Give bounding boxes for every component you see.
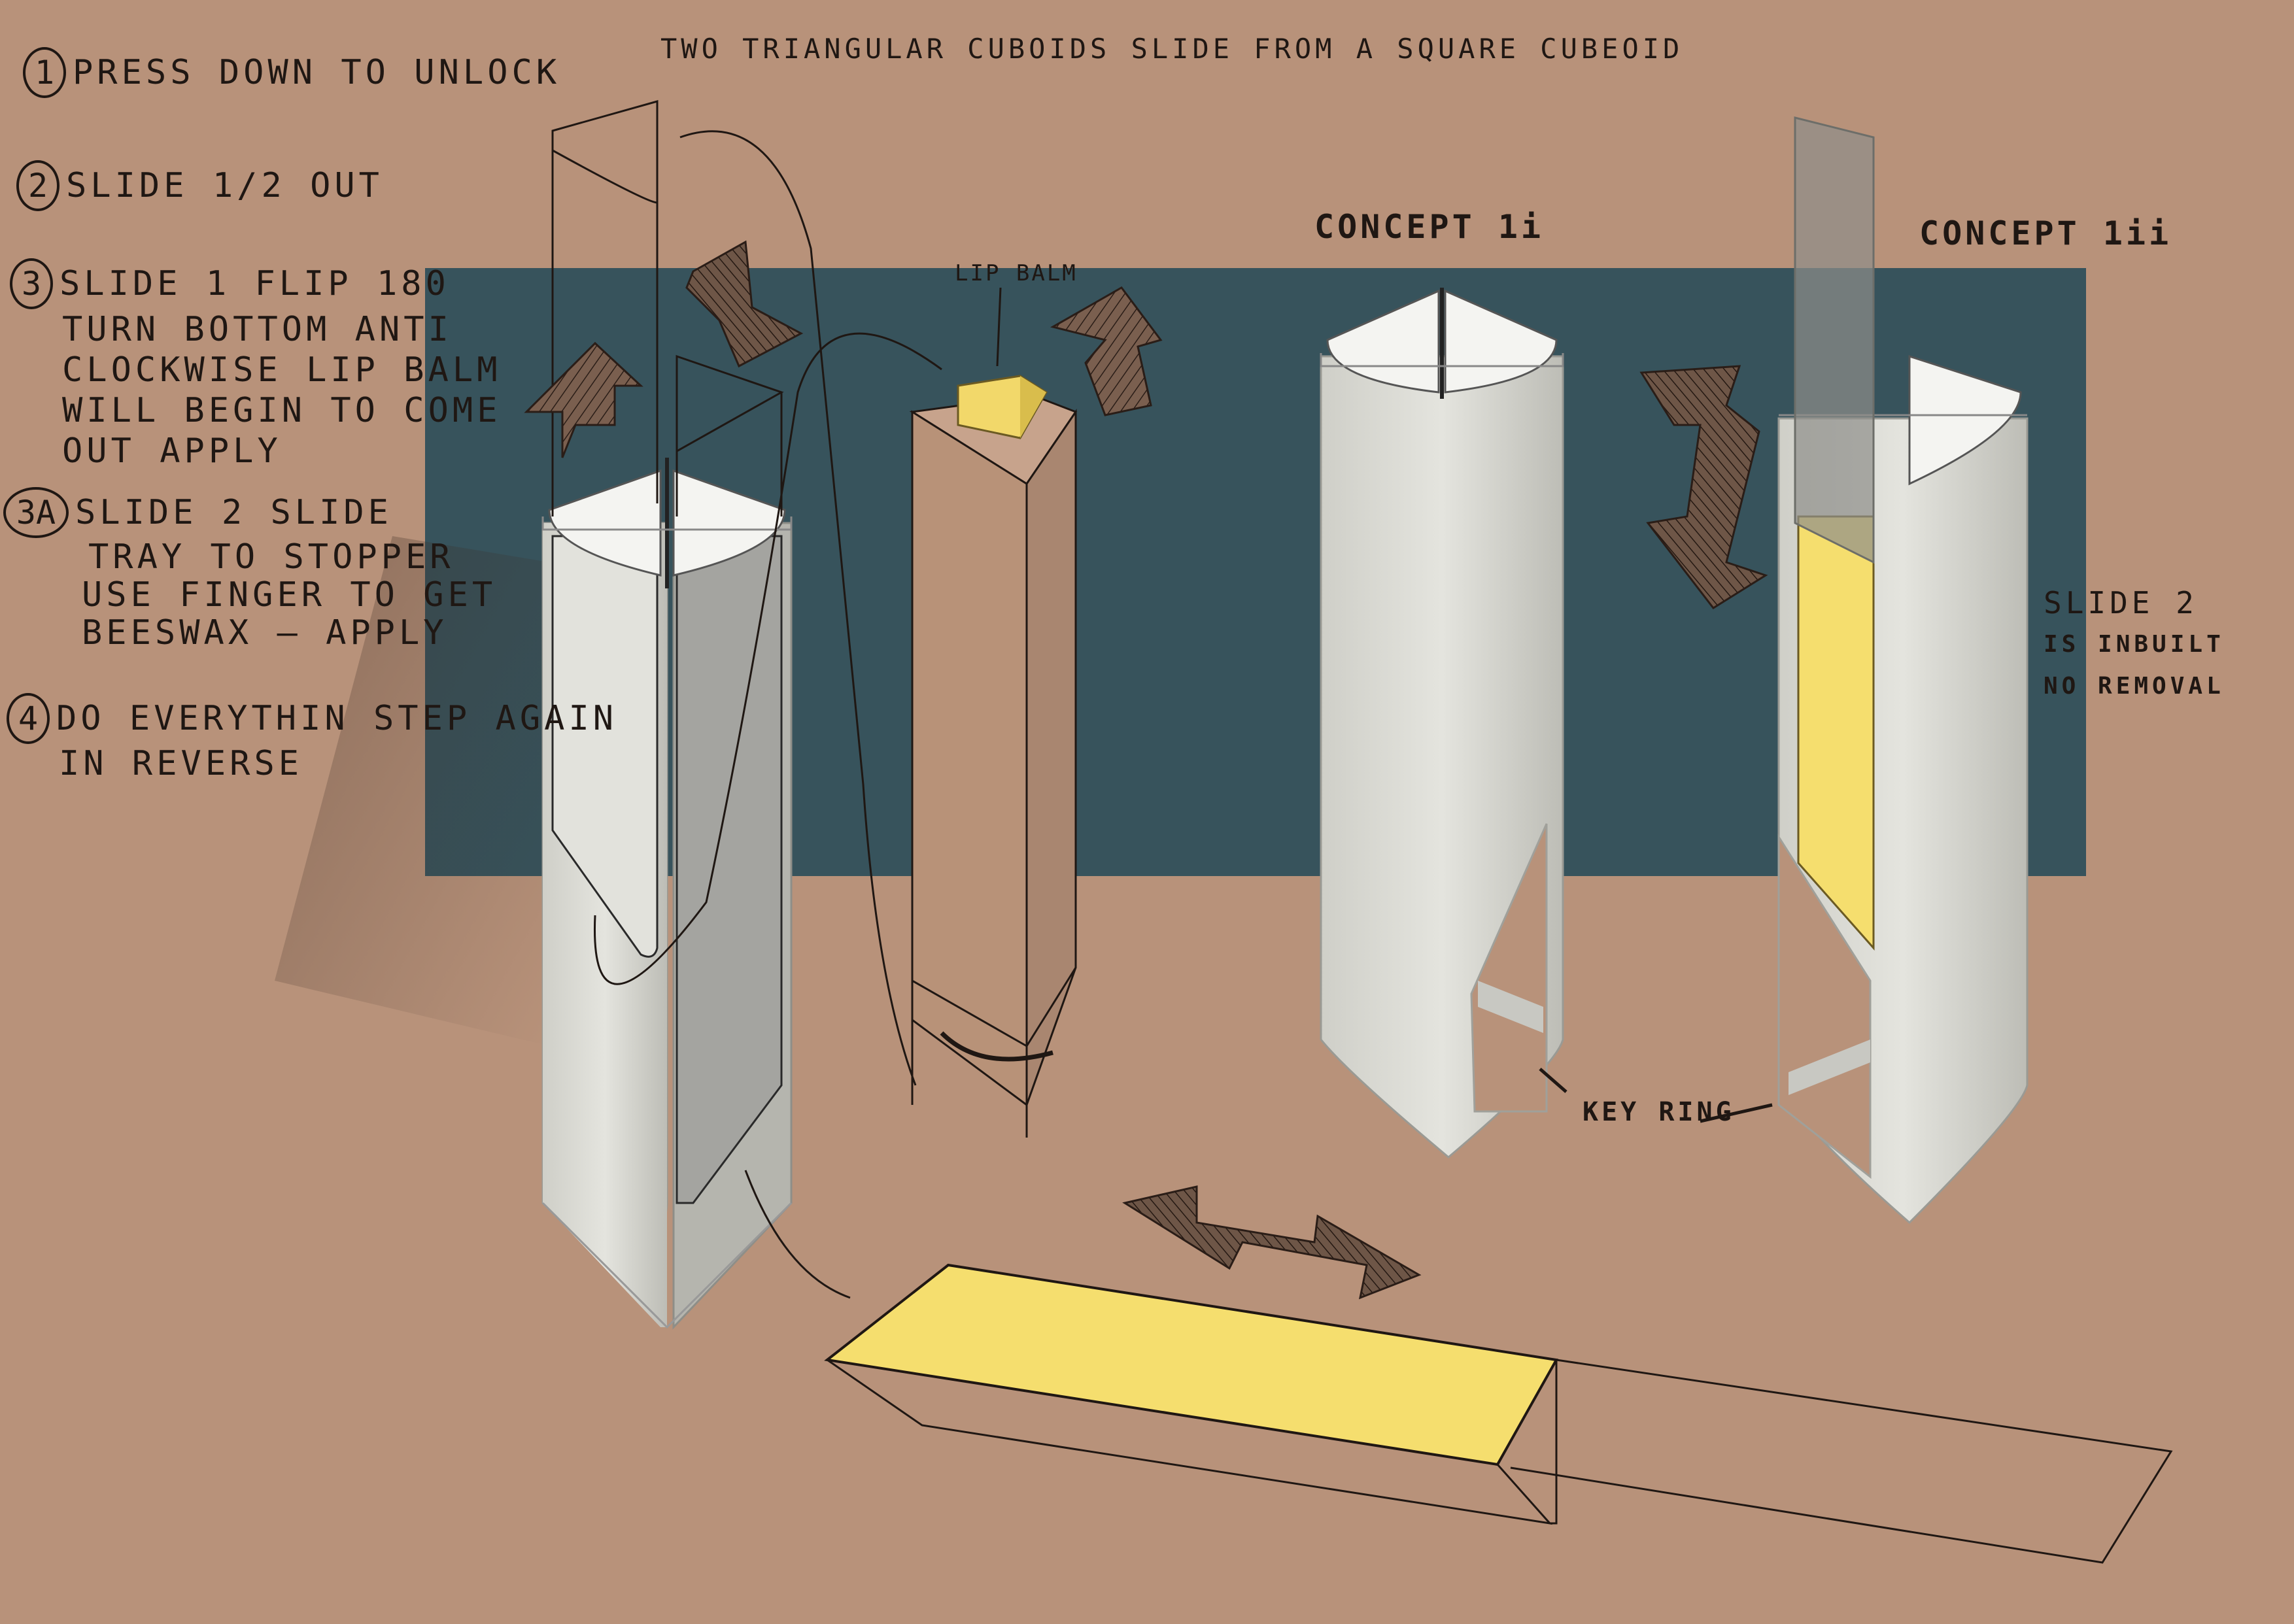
step-1-line-1: PRESS DOWN TO UNLOCK (73, 53, 561, 92)
concept-1i-label: CONCEPT 1i (1314, 208, 1545, 246)
slide-2-note-line-2: IS INBUILT (2044, 631, 2225, 658)
up-arrow-right (1050, 286, 1163, 416)
horizontal-double-arrow (1122, 1185, 1422, 1300)
concept-1ii-slide-panel (1794, 116, 1875, 564)
key-ring-pointers (1539, 1068, 1773, 1123)
sketch-connector-lines (593, 130, 942, 1299)
step-3-number: 3 (10, 258, 53, 309)
slide-2-note: SLIDE 2 IS INBUILT NO REMOVAL (2044, 582, 2225, 707)
beeswax-tray (824, 1263, 2173, 1564)
step-4-number: 4 (7, 693, 50, 744)
step-1-number: 1 (23, 47, 66, 98)
lip-balm-label: LIP BALM (955, 260, 1078, 286)
step-3-line-2: TURN BOTTOM ANTI (62, 310, 453, 349)
triangular-cuboid-wireframe (909, 394, 1078, 1138)
step-3a-number: 3A (3, 487, 69, 538)
step-3-line-4: WILL BEGIN TO COME (62, 391, 502, 430)
step-3a-line-1: SLIDE 2 SLIDE (75, 493, 392, 532)
step-3-line-3: CLOCKWISE LIP BALM (62, 350, 502, 390)
step-3-line-5: OUT APPLY (62, 431, 282, 471)
step-4-line-1: DO EVERYTHIN STEP AGAIN (56, 699, 618, 738)
slide-2-note-line-3: NO REMOVAL (2044, 673, 2225, 700)
step-3-line-1: SLIDE 1 FLIP 180 (60, 264, 450, 303)
slide-2-note-line-1: SLIDE 2 (2044, 585, 2198, 620)
step-2-line-1: SLIDE 1/2 OUT (66, 166, 383, 205)
sheet-header: TWO TRIANGULAR CUBOIDS SLIDE FROM A SQUA… (660, 33, 1684, 65)
step-4-line-2: IN REVERSE (59, 744, 303, 783)
concept-1ii-body (1777, 116, 2029, 1225)
lip-balm-block (957, 375, 1048, 439)
key-ring-label: KEY RING (1583, 1097, 1735, 1127)
step-3a-line-4: BEESWAX – APPLY (82, 613, 448, 652)
left-square-cuboid (541, 458, 793, 1330)
step-3a-line-3: USE FINGER TO GET (82, 575, 497, 615)
vertical-double-arrow (1639, 365, 1768, 609)
cuboid-shadow (275, 536, 549, 1046)
concept-1ii-label: CONCEPT 1ii (1919, 214, 2172, 252)
step-3a-line-2: TRAY TO STOPPER (88, 537, 454, 577)
step-2-number: 2 (16, 160, 60, 211)
concept-1i-body (1320, 288, 1564, 1159)
up-arrow-left (524, 341, 643, 458)
zigzag-arrow (685, 240, 804, 368)
